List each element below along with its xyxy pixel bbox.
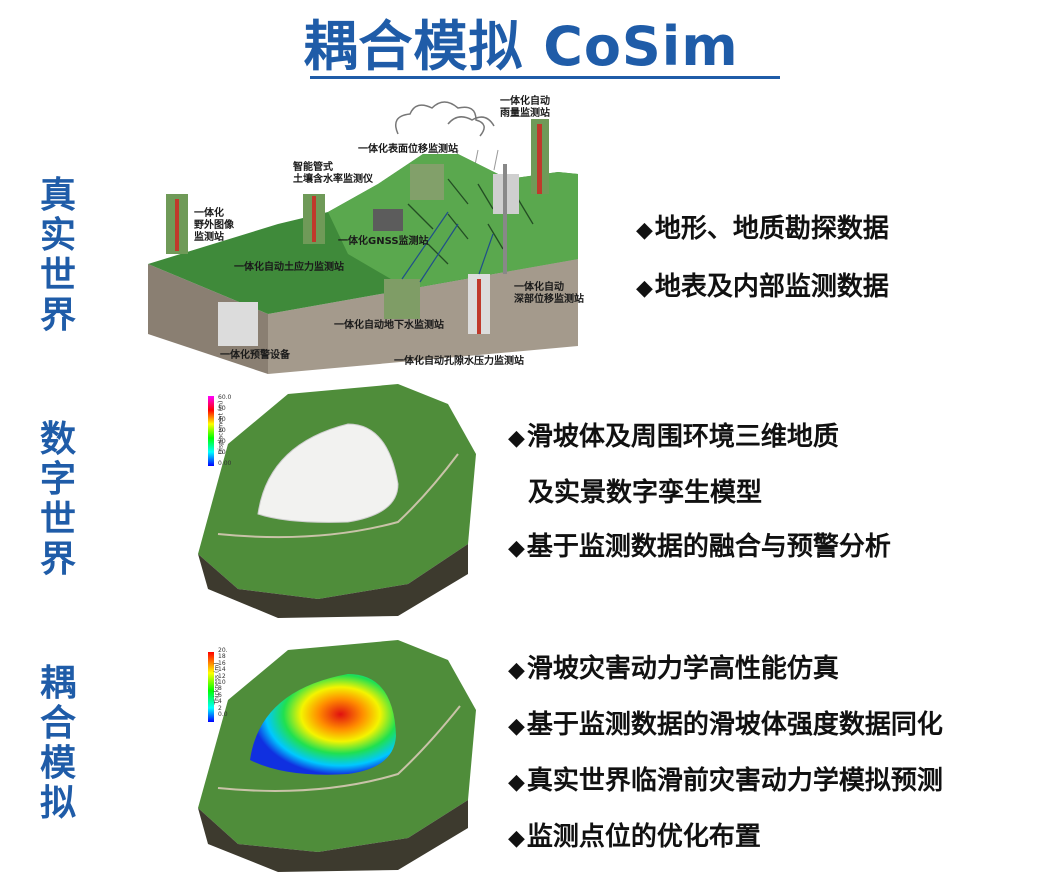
page-title: 耦合模拟 CoSim: [303, 15, 739, 78]
bullet-item: ◆监测点位的优化布置: [508, 822, 761, 852]
diamond-bullet-icon: ◆: [636, 218, 653, 243]
side-label-digital-world: 数 字 世 界: [39, 419, 76, 580]
diamond-bullet-icon: ◆: [508, 826, 525, 851]
displacement-colorbar: [208, 396, 214, 466]
side-label-real-world: 真 实 世 界: [39, 175, 76, 336]
diamond-bullet-icon: ◆: [508, 658, 525, 683]
bullet-item: ◆地形、地质勘探数据: [636, 214, 889, 244]
diamond-bullet-icon: ◆: [636, 276, 653, 301]
soil-moisture-label: 智能管式土壤含水率监测仪: [293, 162, 373, 185]
groundwater-label: 一体化自动地下水监测站: [334, 320, 444, 331]
thickness-heatmap: [250, 674, 396, 775]
rain-station-label: 一体化自动雨量监测站: [500, 96, 550, 119]
bullet-item: ◆真实世界临滑前灾害动力学模拟预测: [508, 766, 943, 796]
displacement-legend-title: Displacement (m): [217, 400, 225, 455]
diamond-bullet-icon: ◆: [508, 770, 525, 795]
terrain-base: [198, 544, 468, 618]
deep-displacement-label: 一体化自动深部位移监测站: [514, 282, 584, 305]
pore-pressure-label: 一体化自动孔隙水压力监测站: [394, 356, 524, 367]
diamond-bullet-icon: ◆: [508, 426, 525, 451]
thickness-colorbar: [208, 652, 214, 722]
cloud-icon: [395, 101, 495, 137]
bullet-item: ◆基于监测数据的融合与预警分析: [508, 532, 891, 562]
bullet-item: ◆滑坡灾害动力学高性能仿真: [508, 654, 839, 684]
bullet-item-continuation: 及实景数字孪生模型: [528, 478, 763, 508]
thickness-legend-title: Thickness (m): [213, 662, 221, 705]
monitoring-diagram: 一体化自动雨量监测站 一体化表面位移监测站 智能管式土壤含水率监测仪 一体化野外…: [148, 84, 584, 374]
soil-stress-label: 一体化自动土应力监测站: [234, 262, 344, 273]
diamond-bullet-icon: ◆: [508, 536, 525, 561]
bullet-item: ◆滑坡体及周围环境三维地质: [508, 422, 839, 452]
road: [217, 705, 461, 792]
terrain-side-left: [148, 264, 268, 374]
surface-displacement-label: 一体化表面位移监测站: [358, 144, 458, 155]
bullet-item: ◆地表及内部监测数据: [636, 272, 889, 302]
warning-device-label: 一体化预警设备: [220, 350, 290, 361]
road: [217, 453, 459, 539]
side-label-coupled-simulation: 耦 合 模 拟: [39, 663, 76, 824]
landslide-body: [257, 423, 399, 523]
diamond-bullet-icon: ◆: [508, 714, 525, 739]
gnss-label: 一体化GNSS监测站: [338, 236, 429, 247]
title-underline: [310, 76, 780, 79]
terrain-base: [198, 800, 468, 872]
terrain-side-front: [268, 259, 578, 374]
field-image-label: 一体化野外图像监测站: [194, 208, 234, 243]
bullet-item: ◆基于监测数据的滑坡体强度数据同化: [508, 710, 943, 740]
